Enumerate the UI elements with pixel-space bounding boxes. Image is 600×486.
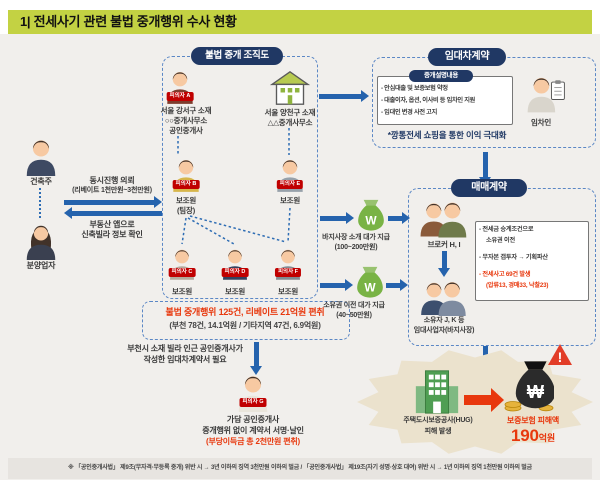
- black-money-bag-icon: ₩: [504, 361, 554, 412]
- builder-label: 건축주: [30, 177, 52, 186]
- payment2-line1: 소유권 이전 대가 지급: [323, 302, 385, 309]
- lease-bullet-2: - 대출이자, 옵션, 이사비 등 임차인 지원: [381, 97, 476, 104]
- title-bar: 1| 전세사기 관련 불법 중개행위 수사 현황: [8, 10, 592, 34]
- money-bag-1-icon: [358, 199, 384, 231]
- hug-label-2: 피해 발생: [424, 428, 452, 435]
- sale-bullet-3a: - 전세사고 69건 발생: [479, 271, 531, 278]
- org-connector-lines: [177, 128, 291, 245]
- suspect-a-line3: 공인중개사: [169, 126, 203, 135]
- request-text-2: (리베이트 1천만원~3천만원): [72, 187, 152, 194]
- sale-bullet-1b: 소유권 이전: [486, 237, 515, 244]
- accomplice-line2: 중개행위 없이 계약서 서명·날인: [202, 426, 304, 435]
- owner-pair-icon: [421, 282, 466, 316]
- suspect-e-badge: 피의자 E: [276, 180, 304, 189]
- lease-highlight: *깡통전세 쇼핑을 통한 이익 극대화: [387, 130, 507, 140]
- payment1-line2: (100~200만원): [334, 244, 378, 251]
- arrow-left-icon: [64, 207, 162, 219]
- lease-bullet-1: - 안심대출 및 보증보험 약정: [381, 85, 448, 92]
- check-text-2: 신축빌라 정보 확인: [81, 230, 143, 239]
- svg-text:₩: ₩: [527, 382, 545, 402]
- stats-box: [142, 301, 350, 340]
- suspect-a-line2: ○○중개사무소: [164, 116, 208, 125]
- office-house-line1: 서울 양천구 소재: [264, 108, 316, 117]
- accomplice-line1: 가담 공인중개사: [226, 415, 280, 424]
- check-text-1: 부동산 앱으로: [89, 220, 135, 229]
- warning-triangle-icon: !: [548, 344, 572, 365]
- accomplice-note-1: 부천시 소재 빌라 인근 공인중개사가: [127, 344, 243, 353]
- loss-label: 보증보험 피해액: [506, 416, 560, 425]
- tenant-label: 임차인: [530, 118, 552, 127]
- suspect-c-role: 보조원: [171, 287, 193, 296]
- arrow-right-icon: [64, 196, 162, 208]
- sale-detail-box: [475, 221, 589, 301]
- suspect-b-role-sub: (팀장): [177, 206, 195, 215]
- lease-contract-title: 임대차계약: [428, 48, 506, 66]
- hug-building-icon: [415, 370, 459, 414]
- suspect-b-role: 보조원: [175, 196, 197, 205]
- lease-bullet-3: - 임대인 변경 사전 고지: [381, 109, 437, 116]
- request-text-1: 동시진행 의뢰: [89, 176, 135, 185]
- seller-label: 분양업자: [26, 261, 56, 270]
- suspect-a-badge: 피의자 A: [166, 92, 194, 101]
- accomplice-note-2: 작성한 임대차계약서 필요: [143, 355, 227, 364]
- arrow-bag1-to-broker-icon: [388, 212, 410, 224]
- page-title: 1| 전세사기 관련 불법 중개행위 수사 현황: [20, 14, 237, 29]
- builder-person-icon: [26, 140, 56, 176]
- loss-value-row: 190억원: [491, 426, 575, 446]
- arrow-red-icon: [464, 388, 504, 412]
- stats-sub: (부천 78건, 14.1억원 / 기타지역 47건, 6.9억원): [169, 321, 321, 330]
- suspect-f-badge: 피의자 F: [274, 268, 302, 277]
- sale-bullet-3b: (압류13, 경매33, 낙찰23): [486, 282, 549, 289]
- svg-text:!: !: [558, 349, 563, 365]
- tenant-person-icon: [527, 77, 565, 113]
- suspect-d-badge: 피의자 D: [221, 268, 249, 277]
- broker-label: 브로커 H, I: [427, 240, 461, 249]
- arrow-org-to-lease-icon: [319, 90, 369, 102]
- sale-contract-title: 매매계약: [451, 179, 527, 197]
- builder-seller-connector: [39, 188, 41, 218]
- suspect-c-badge: 피의자 C: [168, 268, 196, 277]
- suspect-d-role: 보조원: [224, 287, 246, 296]
- money-bag-2-icon: [357, 266, 383, 298]
- suspect-e-role: 보조원: [279, 196, 301, 205]
- lease-detail-box: [377, 76, 513, 125]
- suspect-a-line1: 서울 강서구 소재: [160, 106, 212, 115]
- office-house-icon: [269, 70, 311, 105]
- loss-unit: 억원: [538, 433, 555, 443]
- owner-label-1: 소유자 J, K 등: [423, 317, 465, 324]
- payment2-line2: (40~50만원): [336, 312, 372, 319]
- owner-label-2: 임대사업자(바지사장): [413, 327, 475, 334]
- org-chart-title: 불법 중개 조직도: [191, 47, 283, 65]
- arrow-bag2-to-owner-icon: [386, 279, 408, 291]
- hug-label-1: 주택도시보증공사(HUG): [403, 417, 473, 424]
- payment1-line1: 바지사장 소개 대가 지급: [322, 234, 390, 241]
- accomplice-line3: (부당이득금 총 2천만원 편취): [205, 437, 300, 446]
- suspect-f-role: 보조원: [277, 287, 299, 296]
- broker-pair-icon: [420, 202, 467, 238]
- lease-detail-title: 중개설명내용: [409, 70, 473, 82]
- stats-main: 불법 중개행위 125건, 리베이트 21억원 편취: [165, 307, 325, 317]
- loss-value: 190: [511, 426, 539, 445]
- footnote-text: ※ 「공인중개사법」 제9조(무자격·무등록 중개) 위반 시 → 3년 이하의…: [68, 465, 532, 471]
- arrow-broker-to-owner-icon: [438, 251, 451, 277]
- arrow-to-bag2-icon: [320, 279, 353, 291]
- arrow-to-bag1-icon: [320, 212, 354, 224]
- arrow-down-icon: [250, 342, 263, 375]
- office-house-line2: △△중개사무소: [267, 118, 313, 127]
- footnote-bar: ※ 「공인중개사법」 제9조(무자격·무등록 중개) 위반 시 → 3년 이하의…: [8, 458, 592, 479]
- suspect-g-badge: 피의자 G: [239, 398, 267, 407]
- sale-bullet-1a: - 전세금 승계조건으로: [479, 226, 534, 233]
- seller-person-icon: [26, 225, 56, 260]
- sale-bullet-2: - 무자본 갭투자 → 기획파산: [479, 254, 548, 261]
- suspect-b-badge: 피의자 B: [172, 180, 200, 189]
